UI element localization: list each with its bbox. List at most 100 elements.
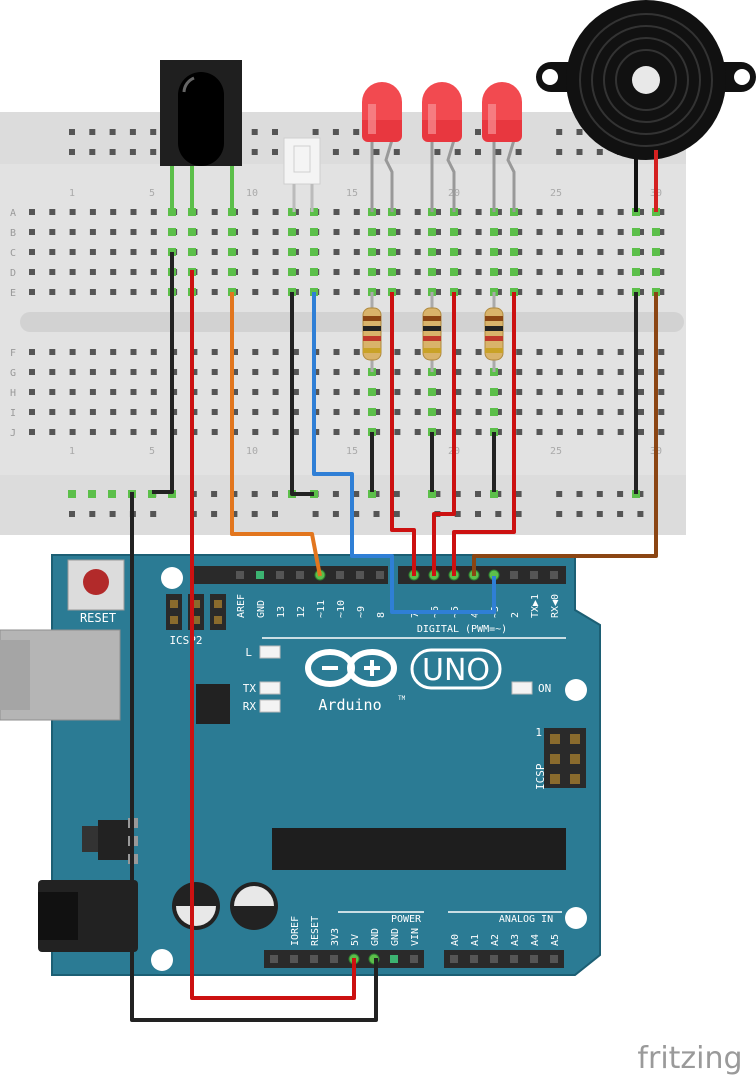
breadboard-hole bbox=[110, 349, 117, 355]
breadboard-hole bbox=[29, 369, 35, 375]
breadboard-hole bbox=[374, 229, 381, 235]
digital-pin-label: 13 bbox=[276, 606, 287, 618]
rail-hole bbox=[332, 129, 339, 135]
connected-hole bbox=[88, 490, 96, 498]
breadboard-hole bbox=[435, 229, 441, 235]
mounting-hole bbox=[565, 679, 587, 701]
breadboard-hole bbox=[617, 249, 624, 255]
breadboard-hole bbox=[658, 369, 665, 375]
breadboard-hole bbox=[292, 409, 299, 415]
breadboard-hole bbox=[29, 409, 35, 415]
arduino-brand-text: Arduino bbox=[318, 696, 381, 714]
mounting-hole bbox=[565, 907, 587, 929]
breadboard-hole bbox=[516, 229, 523, 235]
icsp-pin1-label: 1 bbox=[535, 726, 542, 739]
breadboard-hole bbox=[374, 409, 381, 415]
breadboard-hole bbox=[435, 429, 441, 435]
connected-hole bbox=[388, 268, 396, 276]
connected-hole bbox=[288, 248, 296, 256]
breadboard-hole bbox=[495, 269, 502, 275]
logo-plus bbox=[370, 660, 374, 676]
breadboard-hole bbox=[455, 429, 462, 435]
breadboard-hole bbox=[577, 369, 584, 375]
analog-pin-label: A2 bbox=[490, 934, 501, 946]
connected-hole bbox=[310, 268, 318, 276]
rail-hole bbox=[454, 511, 461, 517]
breadboard-hole bbox=[333, 409, 340, 415]
breadboard-hole bbox=[374, 389, 381, 395]
breadboard-hole bbox=[577, 409, 584, 415]
breadboard-hole bbox=[29, 209, 35, 215]
breadboard-hole bbox=[516, 389, 523, 395]
breadboard-hole bbox=[414, 369, 421, 375]
header-pin bbox=[310, 955, 318, 963]
breadboard-hole bbox=[556, 249, 563, 255]
breadboard-hole bbox=[252, 249, 259, 255]
rail-hole bbox=[596, 149, 603, 155]
breadboard-hole bbox=[150, 429, 157, 435]
header-pin bbox=[376, 571, 384, 579]
breadboard-hole bbox=[191, 349, 198, 355]
wire-irled-pin3 bbox=[312, 292, 496, 614]
breadboard-hole bbox=[333, 229, 340, 235]
breadboard-hole bbox=[49, 209, 56, 215]
rail-hole bbox=[515, 491, 522, 497]
connected-hole bbox=[510, 268, 518, 276]
column-number: 5 bbox=[149, 446, 155, 457]
header-pin bbox=[510, 571, 518, 579]
connected-hole bbox=[368, 228, 376, 236]
reset-button[interactable] bbox=[83, 569, 109, 595]
breadboard-hole bbox=[69, 429, 76, 435]
breadboard-hole bbox=[536, 389, 543, 395]
breadboard-hole bbox=[333, 349, 340, 355]
breadboard-hole bbox=[658, 229, 665, 235]
center-channel bbox=[20, 312, 684, 332]
breadboard-hole bbox=[89, 369, 96, 375]
connected-hole bbox=[310, 248, 318, 256]
breadboard-hole bbox=[516, 349, 523, 355]
column-number: 1 bbox=[69, 446, 75, 457]
wire-ir-5v bbox=[190, 270, 356, 1000]
column-number: 15 bbox=[346, 188, 358, 199]
row-letter: C bbox=[10, 248, 16, 259]
breadboard-hole bbox=[414, 389, 421, 395]
breadboard-hole bbox=[130, 289, 137, 295]
breadboard-hole bbox=[597, 289, 604, 295]
connected-hole bbox=[228, 248, 236, 256]
rail-hole bbox=[312, 511, 319, 517]
uno-badge bbox=[410, 648, 502, 690]
led-tx-label: TX bbox=[243, 682, 257, 695]
connected-hole bbox=[428, 268, 436, 276]
breadboard-hole bbox=[597, 429, 604, 435]
breadboard-hole bbox=[252, 429, 259, 435]
rail-hole bbox=[129, 149, 136, 155]
rail-hole bbox=[109, 129, 116, 135]
connected-hole bbox=[368, 490, 376, 498]
breadboard-hole bbox=[495, 429, 502, 435]
breadboard-hole bbox=[495, 389, 502, 395]
breadboard-hole bbox=[414, 289, 421, 295]
red-led bbox=[422, 82, 462, 212]
breadboard-hole bbox=[455, 389, 462, 395]
rail-hole bbox=[454, 491, 461, 497]
header-pin bbox=[356, 571, 364, 579]
breadboard-hole bbox=[495, 409, 502, 415]
led-rx-indicator bbox=[259, 699, 281, 713]
breadboard-hole bbox=[110, 269, 117, 275]
breadboard-hole bbox=[638, 369, 644, 375]
breadboard-hole bbox=[252, 289, 259, 295]
breadboard-hole bbox=[49, 369, 56, 375]
buzzer-hole bbox=[632, 66, 660, 94]
connected-hole bbox=[288, 268, 296, 276]
breadboard-hole bbox=[211, 229, 218, 235]
logo-minus bbox=[322, 666, 338, 670]
connected-hole bbox=[388, 228, 396, 236]
breadboard-hole bbox=[110, 209, 117, 215]
connected-hole bbox=[288, 228, 296, 236]
breadboard-hole bbox=[577, 229, 584, 235]
connected-hole bbox=[510, 248, 518, 256]
connected-hole bbox=[652, 268, 660, 276]
